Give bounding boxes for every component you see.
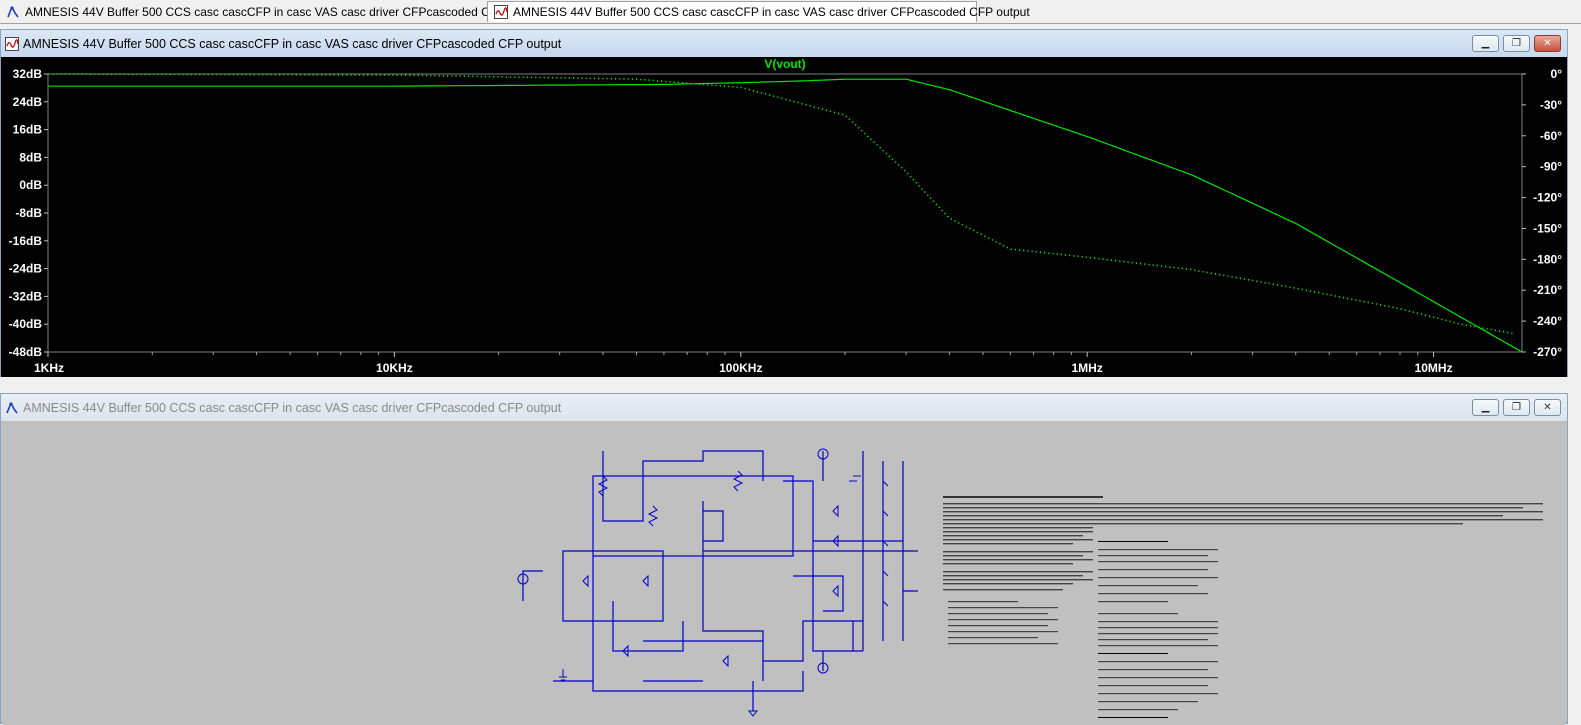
x-tick-label: 1MHz [1072, 361, 1103, 375]
plot-window-title: AMNESIS 44V Buffer 500 CCS casc cascCFP … [23, 36, 562, 51]
phase-trace [48, 73, 1514, 335]
schematic-window: AMNESIS 44V Buffer 500 CCS casc cascCFP … [0, 393, 1568, 725]
plot-window: AMNESIS 44V Buffer 500 CCS casc cascCFP … [0, 29, 1568, 377]
waveform-icon [494, 5, 508, 19]
tab-waveform[interactable]: AMNESIS 44V Buffer 500 CCS casc cascCFP … [487, 1, 1030, 22]
y-left-tick-label: -8dB [15, 206, 42, 220]
y-right-tick-label: -120° [1533, 191, 1562, 205]
close-icon: ✕ [1543, 402, 1552, 413]
schematic-window-title: AMNESIS 44V Buffer 500 CCS casc cascCFP … [23, 400, 562, 415]
bode-plot[interactable]: V(vout) 32dB 24dB 16dB 8dB 0dB -8dB -16dB -24dB -… [1, 57, 1567, 377]
y-left-tick-label: 24dB [13, 95, 43, 109]
y-right-tick-label: -210° [1533, 283, 1562, 297]
plot-frame [47, 73, 1523, 353]
y-left-tick-label: -40dB [9, 317, 43, 331]
plot-window-titlebar[interactable]: AMNESIS 44V Buffer 500 CCS casc cascCFP … [1, 30, 1567, 57]
y-left-tick-label: -48dB [9, 345, 43, 359]
restore-button[interactable]: ❐ [1503, 399, 1530, 416]
y-right-tick-label: -180° [1533, 252, 1562, 266]
mdi-tab-bar: AMNESIS 44V Buffer 500 CCS casc cascCFP … [0, 0, 1581, 24]
y-left-tick-label: -24dB [9, 262, 43, 276]
restore-icon: ❐ [1512, 38, 1521, 49]
waveform-icon [5, 36, 19, 51]
close-button[interactable]: ✕ [1534, 35, 1561, 52]
y-right-tick-label: -270° [1533, 345, 1562, 359]
y-left-tick-label: 0dB [19, 178, 42, 192]
y-left-tick-label: 32dB [13, 67, 43, 81]
close-icon: ✕ [1543, 38, 1552, 49]
y-left-tick-label: -16dB [9, 234, 43, 248]
schematic-icon [5, 401, 19, 415]
tab-label: AMNESIS 44V Buffer 500 CCS casc cascCFP … [513, 5, 1030, 19]
y-right-tick-label: -240° [1533, 314, 1562, 328]
y-left-tick-label: -32dB [9, 289, 43, 303]
bode-plot-pane[interactable]: V(vout) 32dB 24dB 16dB 8dB 0dB -8dB -16dB -24dB -… [1, 57, 1567, 377]
close-button[interactable]: ✕ [1534, 399, 1561, 416]
y-right-tick-label: -30° [1540, 98, 1562, 112]
magnitude-trace [48, 78, 1523, 353]
circuit-wires [522, 450, 918, 711]
y-right-tick-label: -60° [1540, 129, 1562, 143]
x-tick-label: 10KHz [376, 361, 413, 375]
minimize-button[interactable]: ▁ [1472, 399, 1499, 416]
y-right-tick-label: -90° [1540, 160, 1562, 174]
spice-directives [943, 496, 1543, 718]
x-tick-label: 100KHz [719, 361, 762, 375]
x-tick-label: 1KHz [34, 361, 64, 375]
y-right-tick-label: 0° [1551, 67, 1563, 81]
y-left-tick-label: 8dB [19, 150, 42, 164]
schematic-drawing [517, 448, 1543, 718]
tab-schematic[interactable]: AMNESIS 44V Buffer 500 CCS casc cascCFP … [0, 1, 542, 22]
schematic-icon [6, 5, 20, 19]
tab-label: AMNESIS 44V Buffer 500 CCS casc cascCFP … [25, 4, 542, 19]
schematic-canvas[interactable] [3, 421, 1565, 725]
minimize-button[interactable]: ▁ [1472, 35, 1499, 52]
y-right-tick-label: -150° [1533, 221, 1562, 235]
restore-icon: ❐ [1512, 402, 1521, 413]
circuit-components [517, 448, 889, 717]
restore-button[interactable]: ❐ [1503, 35, 1530, 52]
x-tick-label: 10MHz [1415, 361, 1453, 375]
minimize-icon: ▁ [1481, 402, 1490, 413]
minimize-icon: ▁ [1481, 38, 1490, 49]
y-left-tick-label: 16dB [13, 123, 43, 137]
chart-title: V(vout) [764, 57, 805, 71]
schematic-window-titlebar[interactable]: AMNESIS 44V Buffer 500 CCS casc cascCFP … [1, 394, 1567, 421]
